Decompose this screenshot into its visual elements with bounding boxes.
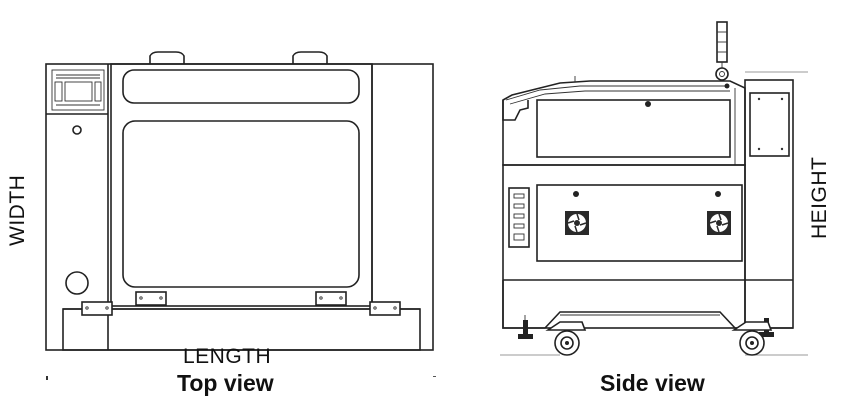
side-lower-cabinet [502,164,746,329]
connector-port [513,193,525,199]
top-main-window [122,120,360,288]
control-panel-side-keys-right [94,81,102,102]
panel-screw [757,147,761,151]
side-upper-window [536,99,731,158]
scan-speck [433,376,436,377]
control-panel-screen [64,81,93,102]
top-hinge-4 [369,301,401,316]
top-view-drawing [45,51,436,380]
top-handle-right [292,51,328,64]
connector-port [513,223,525,229]
panel-screw [780,97,784,101]
side-fan-left [565,211,589,235]
height-label: HEIGHT [808,156,831,239]
side-caster-left [545,321,587,356]
control-panel-side-keys [54,81,63,102]
connector-port [513,213,525,219]
side-front-nose [502,100,529,121]
panel-screw [757,97,761,101]
side-upper-screw [645,101,651,107]
top-small-button [72,125,82,135]
top-lid-frame [110,63,373,307]
connector-port [513,203,525,209]
top-hinge-1 [135,291,167,306]
side-view-drawing [500,21,808,356]
side-access-panel [749,92,790,157]
top-front-bed [62,308,421,351]
side-top-rail [505,85,728,101]
length-label: LENGTH [183,345,272,368]
side-top-screw [724,83,730,89]
side-right-column [744,79,794,329]
side-caster-right [731,321,773,356]
scan-speck [46,376,48,380]
width-label: WIDTH [6,174,29,246]
side-fan-screw [573,191,579,197]
top-long-window [122,69,360,104]
panel-screw [780,147,784,151]
control-panel [51,69,105,111]
top-emergency-knob [65,271,89,295]
side-upper-cabinet [502,80,746,166]
top-handle-left [149,51,185,64]
side-fan-right [707,211,731,235]
connector-port [513,233,525,241]
side-undercarriage [502,280,793,329]
top-hinge-3 [81,301,113,316]
top-view-caption: Top view [177,370,274,396]
side-fan-panel [536,184,743,262]
signal-tower [715,21,729,81]
top-hinge-2 [315,291,347,306]
side-connector-strip [508,187,530,248]
side-foot-left [518,315,533,339]
side-top-rail-2 [509,90,730,105]
side-fan-screw [715,191,721,197]
side-view-caption: Side view [600,370,705,396]
